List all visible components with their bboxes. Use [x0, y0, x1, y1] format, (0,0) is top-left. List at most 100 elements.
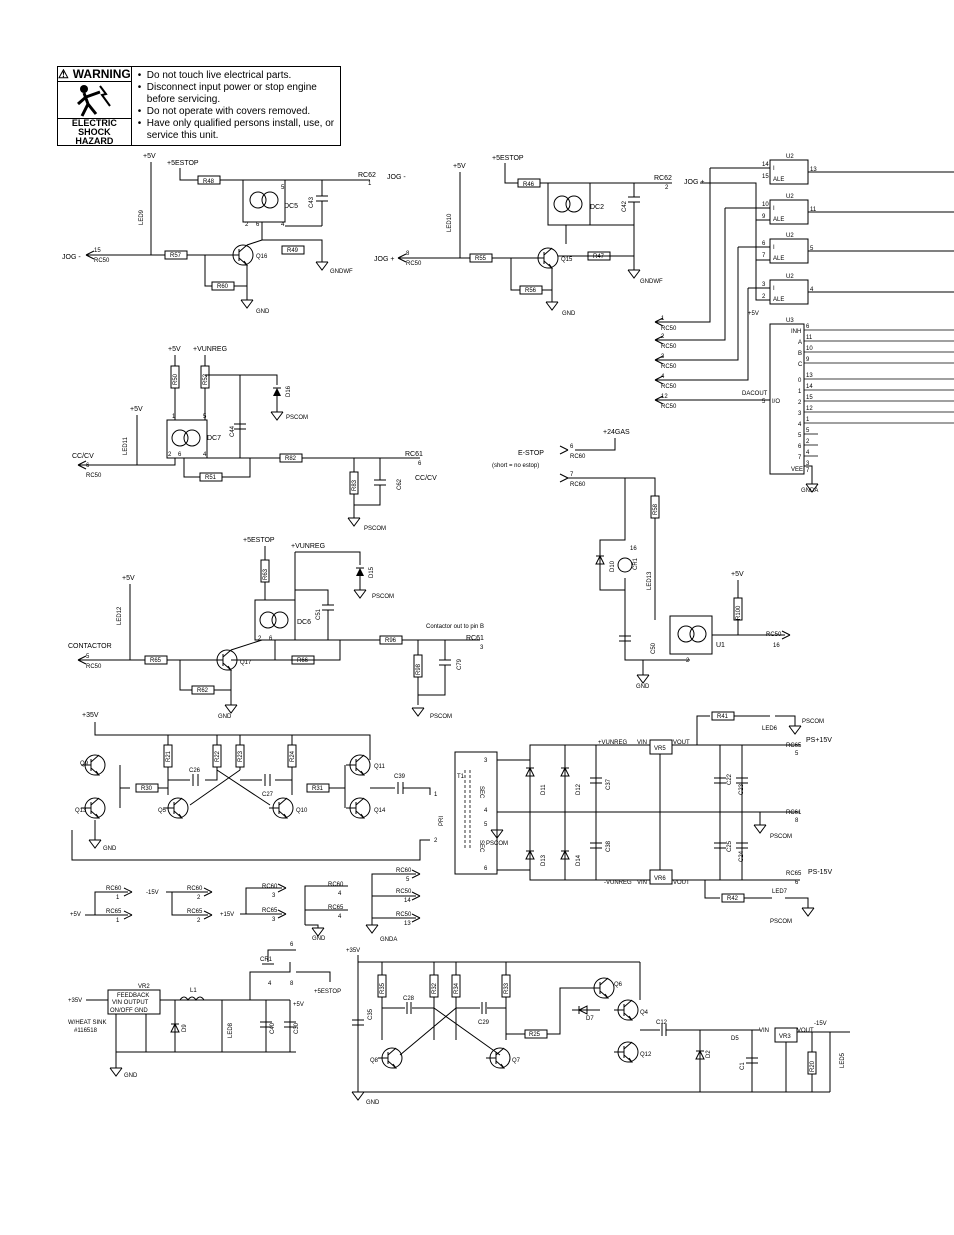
supply-label: +35V	[68, 998, 82, 1004]
component-label: R82	[285, 456, 297, 462]
connector-label: RC50	[406, 261, 422, 267]
pin-number: 11	[810, 207, 817, 213]
component-label: Q15	[561, 257, 573, 263]
supply-label: +35V	[346, 948, 360, 954]
warning-title: WARNING	[72, 67, 131, 81]
pin-number: 2	[806, 439, 810, 445]
supply-label: +5V	[143, 153, 156, 160]
component-label: R22	[215, 750, 221, 762]
component-label: C12	[656, 1020, 668, 1026]
pin-number: 14	[404, 898, 411, 904]
pin-number: 5	[86, 654, 90, 660]
pin-number: 13	[806, 373, 813, 379]
pin-number: 1	[116, 918, 120, 924]
component-label: U2	[786, 194, 794, 200]
regulator-vr2	[107, 989, 161, 1015]
signal-label: JOG +	[684, 179, 704, 186]
component-label: C30	[294, 1022, 300, 1034]
component-label: C51	[316, 608, 322, 620]
pin-number: 1	[806, 417, 810, 423]
svg-text:5: 5	[281, 185, 285, 191]
component-label: R56	[525, 288, 537, 294]
pin-number: 5	[762, 399, 766, 405]
pin-number: 5	[795, 751, 799, 757]
connector-label: RC62	[358, 172, 376, 179]
pin-number: 10	[806, 346, 813, 352]
pin-name: 1	[798, 389, 802, 395]
ground-label: GND	[124, 1073, 138, 1079]
component-label: R63	[263, 568, 269, 580]
transformer-t1	[454, 751, 498, 875]
component-label: Q8	[370, 1058, 379, 1064]
supply-label: -VUNREG	[604, 880, 632, 886]
component-label: R21	[166, 750, 172, 762]
pin-number: 4	[810, 287, 814, 293]
pin-number: 13	[404, 921, 411, 927]
pin-number: 8	[290, 981, 294, 987]
pin-number: 4	[268, 981, 272, 987]
pin-number: 7	[762, 253, 766, 259]
ground-label: GND	[562, 311, 576, 317]
component-label: R51	[205, 475, 217, 481]
connector-label: RC60	[262, 884, 278, 890]
connector-label: RC50	[661, 404, 677, 410]
component-label: R62	[197, 688, 209, 694]
component-label: R41	[717, 714, 729, 720]
pin-name: 7	[798, 455, 802, 461]
component-label: R24	[290, 750, 296, 762]
pin-number: 6	[570, 444, 574, 450]
supply-label: +5V	[748, 311, 759, 317]
signal-label: CC/CV	[415, 475, 437, 482]
signal-label: JOG +	[374, 256, 394, 263]
component-label: C50	[651, 642, 657, 654]
component-label: Q14	[374, 808, 386, 814]
pin-name: VOUT	[797, 1028, 814, 1034]
supply-label: +5ESTOP	[243, 537, 275, 544]
pin-number: 4	[661, 374, 665, 380]
pin-number: 3	[762, 282, 766, 288]
connector-label: RC60	[106, 886, 122, 892]
connector-label: RC50	[396, 889, 412, 895]
ground-label: PSCOM	[430, 714, 452, 720]
connector-label: RC65	[786, 743, 802, 749]
svg-text:I: I	[773, 206, 775, 212]
component-label: U2	[786, 274, 794, 280]
pin-name: VOUT	[673, 880, 690, 886]
connector-label: RC62	[654, 175, 672, 182]
pin-name: VOUT	[673, 740, 690, 746]
component-label: C79	[457, 658, 463, 670]
warning-header: ⚠ WARNING	[58, 67, 131, 82]
component-label: R98	[416, 663, 422, 675]
pin-number: 14	[806, 384, 813, 390]
component-label: U1	[716, 642, 725, 649]
ground-label: PSCOM	[770, 919, 792, 925]
connector-label: RC60	[187, 886, 203, 892]
component-label: LED8	[228, 1022, 234, 1038]
warning-caption: ELECTRIC SHOCK HAZARD	[58, 118, 131, 148]
pin-name: 3	[798, 411, 802, 417]
pin-name: 0	[798, 378, 802, 384]
pin-number: 3	[480, 645, 484, 651]
supply-label: +VUNREG	[193, 346, 227, 353]
pin-number: 6	[762, 241, 766, 247]
pin-number: 4	[338, 891, 342, 897]
pin-name: ALE	[773, 297, 784, 303]
estop-circuit: +24GAS 6 RC60 E-STOP (short = no estop) …	[492, 429, 791, 690]
pin-number: 7	[806, 468, 810, 474]
component-label: R66	[297, 658, 309, 664]
ground-label: PSCOM	[770, 834, 792, 840]
svg-text:2: 2	[245, 222, 249, 228]
pin-name: 6	[798, 444, 802, 450]
svg-text:4: 4	[281, 222, 285, 228]
component-label: CR1	[260, 957, 273, 963]
pin-name: 5	[798, 433, 802, 439]
component-label: Q5	[158, 808, 167, 814]
regulator-vr5	[649, 739, 673, 755]
component-label: DC7	[207, 435, 221, 442]
svg-text:6: 6	[269, 636, 273, 642]
connector-label: RC50	[661, 326, 677, 332]
connector-label: RC50	[86, 664, 102, 670]
component-label: C26	[189, 768, 201, 774]
supply-label: +5ESTOP	[314, 989, 341, 995]
